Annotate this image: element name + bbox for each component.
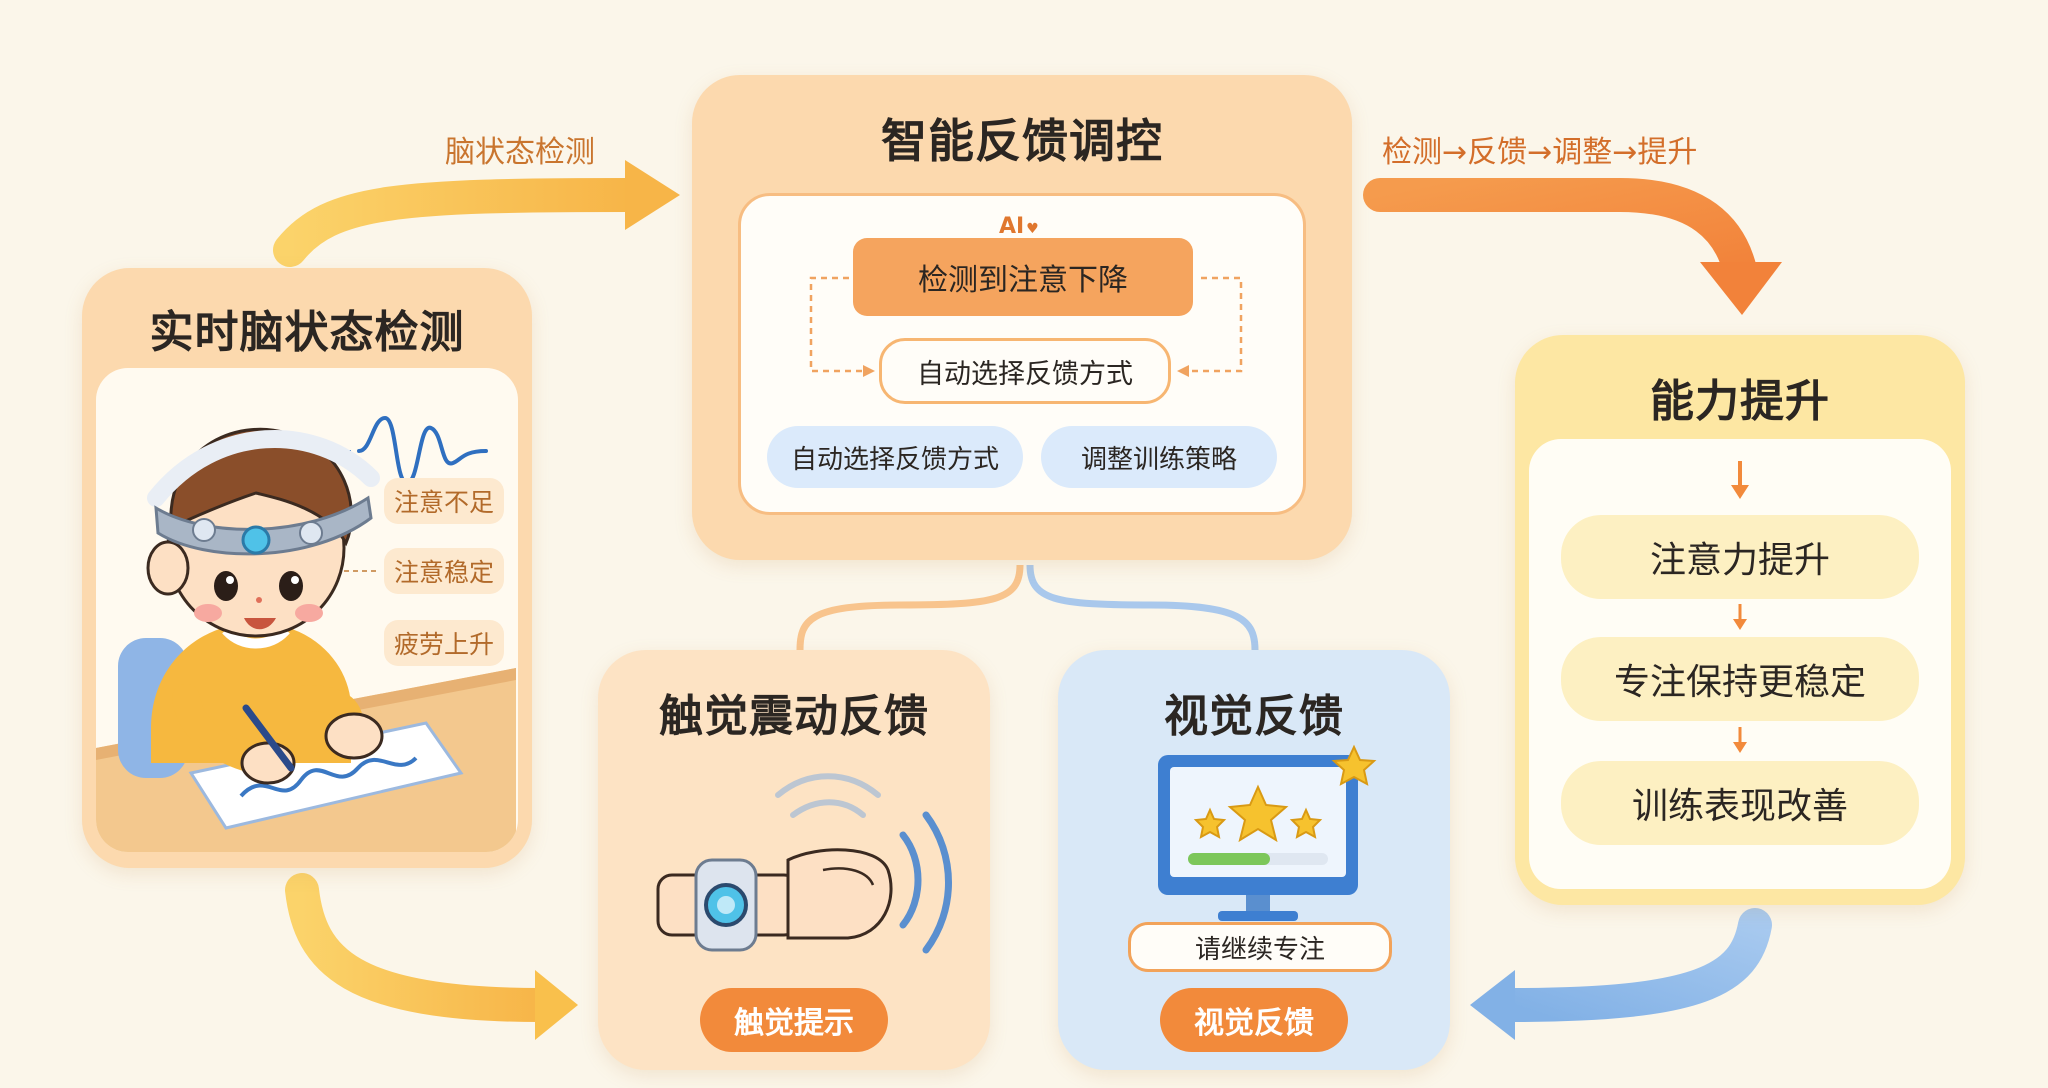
visual-feedback-button[interactable]: 视觉反馈 (1160, 988, 1348, 1052)
visual-feedback-card: 视觉反馈 请继续专注 视觉反馈 (1058, 650, 1450, 1070)
arrow-down-icon-2 (1733, 604, 1747, 630)
improvement-inner-panel: 注意力提升 专注保持更稳定 训练表现改善 (1529, 439, 1951, 889)
haptic-feedback-card: 触觉震动反馈 触觉提示 (598, 650, 990, 1070)
auto-select-feedback-pill: 自动选择反馈方式 (767, 426, 1023, 488)
adjust-training-strategy-pill: 调整训练策略 (1041, 426, 1277, 488)
control-card: 智能反馈调控 AI♥ 检测到注意下降 自动选择反馈方式 自动选择反馈方式 调整训… (692, 75, 1352, 560)
improvement-item-focus: 专注保持更稳定 (1561, 637, 1919, 721)
flow-label-brain-detection: 脑状态检测 (445, 135, 595, 170)
ai-text: AI (999, 214, 1025, 239)
auto-select-feedback-step: 自动选择反馈方式 (879, 338, 1171, 404)
control-title: 智能反馈调控 (881, 114, 1163, 168)
detection-card: 实时脑状态检测 注意不足 注意稳定 疲劳上升 (82, 268, 532, 868)
control-inner-panel: AI♥ 检测到注意下降 自动选择反馈方式 自动选择反馈方式 调整训练策略 (738, 193, 1306, 515)
feedback-loop-arrows (809, 276, 1243, 377)
heart-icon: ♥ (1026, 221, 1039, 237)
monitor-stars-icon (1158, 744, 1377, 921)
improvement-item-attention: 注意力提升 (1561, 515, 1919, 599)
improvement-title: 能力提升 (1650, 376, 1830, 427)
vibrating-wristband-icon (656, 773, 952, 954)
tag-attention-low: 注意不足 (384, 478, 504, 524)
haptic-prompt-button[interactable]: 触觉提示 (700, 988, 888, 1052)
detect-attention-drop-step: 检测到注意下降 (853, 238, 1193, 316)
tag-connector (344, 570, 380, 572)
improvement-item-performance: 训练表现改善 (1561, 761, 1919, 845)
improvement-card: 能力提升 注意力提升 专注保持更稳定 训练表现改善 (1515, 335, 1965, 905)
child-with-headset-illustration (96, 427, 516, 852)
haptic-title: 触觉震动反馈 (659, 691, 929, 742)
detection-illustration-panel: 注意不足 注意稳定 疲劳上升 (96, 368, 518, 852)
ai-label: AI♥ (999, 214, 1039, 239)
keep-focus-message: 请继续专注 (1128, 922, 1392, 972)
arrow-down-icon-3 (1733, 727, 1747, 753)
flow-label-cycle: 检测→反馈→调整→提升 (1382, 135, 1698, 170)
tag-fatigue-rising: 疲劳上升 (384, 620, 504, 666)
visual-title: 视觉反馈 (1164, 691, 1344, 742)
arrow-down-icon (1731, 461, 1749, 499)
detection-title: 实时脑状态检测 (149, 307, 465, 358)
tag-attention-stable: 注意稳定 (384, 548, 504, 594)
